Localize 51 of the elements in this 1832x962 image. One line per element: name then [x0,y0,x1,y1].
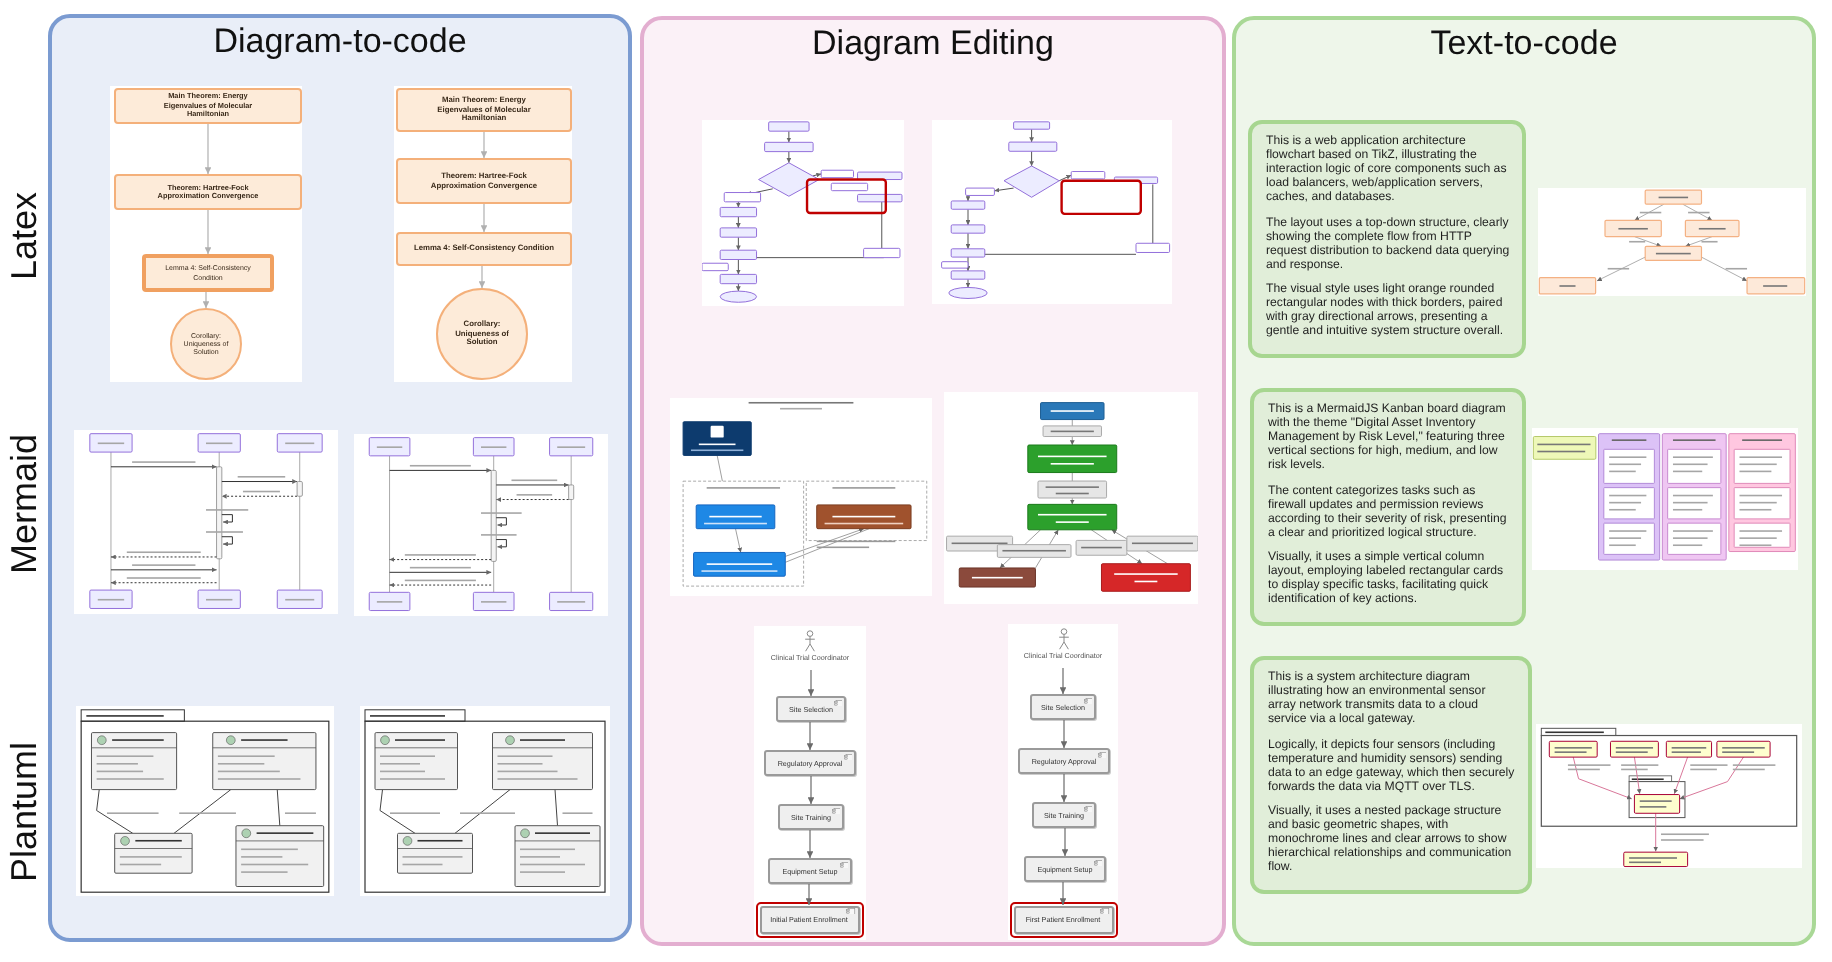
arrow [202,291,210,309]
diagram-thumbnail [394,86,572,382]
arrow [480,131,488,159]
diagram-thumbnail [1008,624,1118,940]
panel [48,14,632,942]
flowchart-drawing [702,120,904,306]
diagram-thumbnail [754,626,866,940]
architecture-diagram-drawing [944,392,1198,604]
arrow [1060,773,1068,803]
architecture-diagram-drawing [1536,724,1802,868]
panel-title: Diagram Editing [812,24,1054,64]
sequence-diagram-drawing [354,434,608,616]
component-box [1018,748,1110,774]
diagram-thumbnail [110,86,302,382]
component-box [1032,802,1096,828]
arrow [1059,881,1067,906]
component-box [768,858,852,884]
description-card [1250,656,1532,893]
arrow [480,203,488,233]
row-label: Latex [4,191,44,281]
arrow [204,209,212,255]
flowchart-drawing [932,120,1172,304]
sequence-diagram-drawing [74,430,338,614]
kanban-board-drawing [1532,428,1798,570]
component-box [776,696,846,722]
arrow [805,883,813,906]
arrow [478,265,486,289]
panel [1232,16,1816,946]
description-card [1248,120,1526,357]
component-box [1030,694,1096,720]
panel [640,16,1226,946]
class-diagram-drawing [360,706,610,896]
component-box [778,804,844,830]
class-diagram-drawing [76,706,334,896]
arrow [1059,667,1067,695]
arrow [204,123,212,175]
panel-title: Text-to-code [1430,24,1618,64]
description-card [1250,388,1526,625]
arrow [1060,719,1068,749]
flowchart-drawing [1538,188,1806,296]
row-label: Plantuml [4,741,44,883]
row-label: Mermaid [4,434,44,574]
component-box [764,750,856,776]
arrow [1061,827,1069,857]
panel-title: Diagram-to-code [213,22,467,62]
arrow [807,775,815,805]
arrow [807,669,815,697]
component-box [1024,856,1106,882]
arrow [806,721,814,751]
architecture-diagram-drawing [670,398,932,596]
arrow [806,829,814,859]
